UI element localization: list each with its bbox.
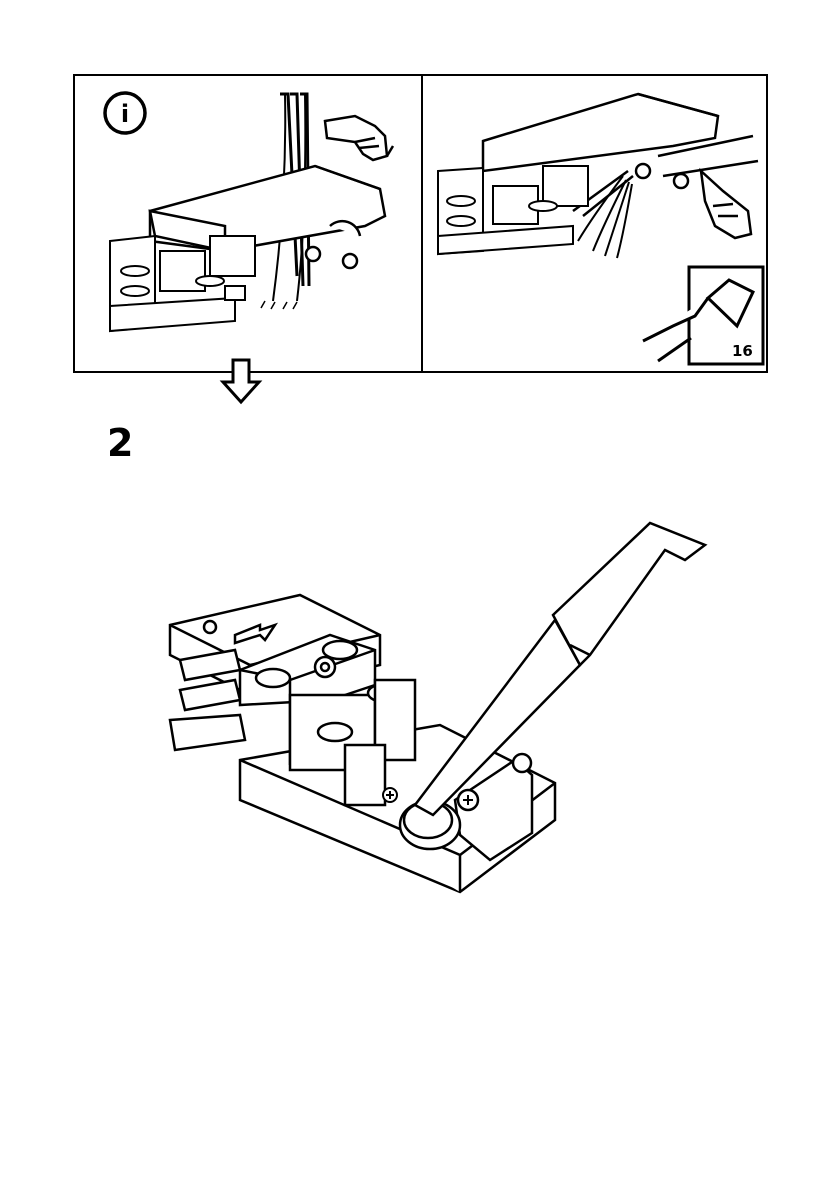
knife bbox=[415, 523, 705, 815]
terminal-block bbox=[438, 166, 588, 254]
pointing-hand-icon bbox=[325, 116, 393, 160]
pointing-hand-icon bbox=[701, 171, 751, 238]
info-glyph: i bbox=[121, 100, 129, 128]
step-number: 2 bbox=[107, 424, 133, 462]
screw bbox=[383, 788, 397, 802]
knife-prying-cover-illustration bbox=[160, 515, 720, 905]
adapter-cable-illustration bbox=[423, 76, 770, 375]
page-reference-number: 16 bbox=[732, 342, 753, 360]
adapter-wires-illustration: i bbox=[75, 76, 425, 375]
down-arrow-icon bbox=[219, 358, 263, 406]
instruction-panel-right: 16 bbox=[421, 74, 768, 373]
instruction-panel-left: i bbox=[73, 74, 423, 373]
info-circle-icon: i bbox=[105, 93, 145, 133]
terminal-block bbox=[110, 236, 255, 331]
